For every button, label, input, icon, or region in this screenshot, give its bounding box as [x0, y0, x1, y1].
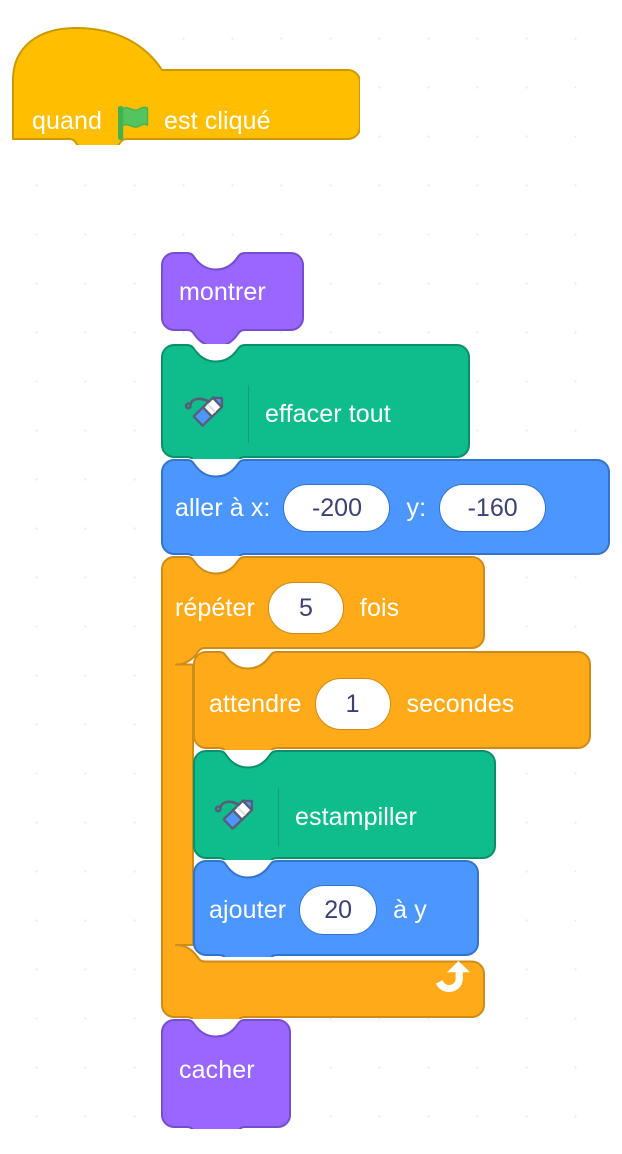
- block-go-to-xy[interactable]: aller à x: -200 y: -160: [161, 459, 610, 556]
- loop-arrow-icon: [433, 956, 473, 996]
- hat-block-shape: [12, 27, 360, 145]
- repeat-label-before: répéter: [175, 593, 255, 622]
- go-to-y-label: y:: [406, 493, 427, 522]
- block-repeat[interactable]: répéter 5 fois: [161, 556, 485, 1019]
- go-to-y-input[interactable]: -160: [439, 484, 547, 532]
- stamp-label: estampiller: [295, 802, 417, 831]
- change-y-label-after: à y: [393, 895, 427, 924]
- stamp-block-shape: [193, 750, 496, 860]
- wait-seconds-block-shape: [193, 651, 591, 750]
- icon-divider: [278, 788, 279, 846]
- change-y-label-before: ajouter: [209, 895, 287, 924]
- block-wait-seconds[interactable]: attendre 1 secondes: [193, 651, 591, 750]
- block-erase-all[interactable]: effacer tout: [161, 344, 470, 459]
- wait-label-after: secondes: [406, 689, 515, 718]
- block-hide[interactable]: cacher: [161, 1019, 291, 1129]
- block-stamp[interactable]: estampiller: [193, 750, 496, 860]
- repeat-block-shape: [161, 556, 485, 1019]
- repeat-count-input[interactable]: 5: [267, 582, 344, 634]
- go-to-x-input[interactable]: -200: [283, 484, 391, 532]
- block-change-y-by[interactable]: ajouter 20 à y: [193, 860, 479, 957]
- block-when-green-flag-clicked[interactable]: quand est cliqué: [12, 27, 360, 145]
- go-to-x-label: aller à x:: [175, 493, 271, 522]
- erase-all-label: effacer tout: [265, 399, 391, 428]
- hide-label: cacher: [179, 1056, 255, 1084]
- icon-divider: [248, 385, 249, 443]
- change-y-input[interactable]: 20: [299, 885, 378, 935]
- hat-label-after: est cliqué: [164, 106, 271, 135]
- wait-label-before: attendre: [209, 689, 302, 718]
- erase-all-block-shape: [161, 344, 470, 459]
- block-show[interactable]: montrer: [161, 252, 304, 344]
- hat-label-before: quand: [32, 106, 103, 135]
- pen-icon: [179, 388, 231, 440]
- show-block-shape: [161, 252, 304, 344]
- hide-block-shape: [161, 1019, 291, 1129]
- green-flag-icon: [116, 105, 150, 141]
- repeat-label-after: fois: [359, 593, 400, 622]
- pen-icon: [209, 791, 261, 843]
- wait-seconds-input[interactable]: 1: [314, 678, 391, 730]
- show-label: montrer: [179, 278, 266, 306]
